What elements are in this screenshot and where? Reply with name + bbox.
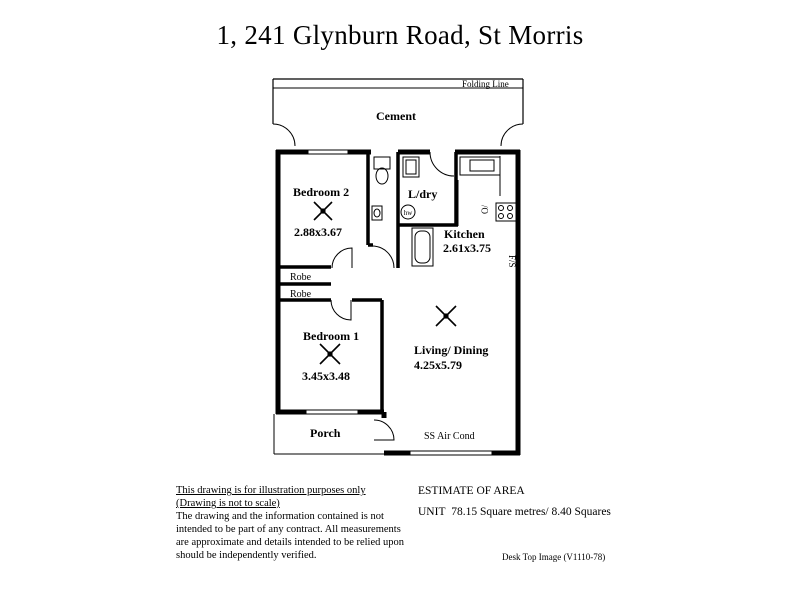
area-unit-row: UNIT 78.15 Square metres/ 8.40 Squares: [418, 505, 611, 520]
robe-lower-label: Robe: [290, 289, 312, 300]
windows: [305, 149, 493, 456]
air-cond-label: SS Air Cond: [424, 431, 475, 442]
area-heading: ESTIMATE OF AREA: [418, 485, 525, 497]
fridge-space-label: F/S: [507, 255, 517, 268]
porch-area: [273, 413, 384, 455]
porch-label: Porch: [310, 426, 341, 440]
area-unit-value: 78.15 Square metres/ 8.40 Squares: [451, 506, 611, 518]
interior-walls: [278, 152, 458, 412]
doors: [330, 151, 455, 441]
laundry-label: L/dry: [408, 187, 437, 201]
image-reference: Desk Top Image (V1110-78): [502, 552, 606, 562]
living-size: 4.25x5.79: [414, 358, 462, 372]
bedroom1-size: 3.45x3.48: [302, 369, 350, 383]
bedroom2-name: Bedroom 2: [293, 185, 349, 199]
fan-icon: [435, 305, 457, 327]
page-title: 1, 241 Glynburn Road, St Morris: [216, 20, 584, 50]
bedroom2-size: 2.88x3.67: [294, 225, 342, 239]
bedroom1-name: Bedroom 1: [303, 329, 359, 343]
hot-water-label: hw: [404, 209, 414, 217]
living-name: Living/ Dining: [414, 343, 488, 357]
fan-icon: [313, 201, 333, 221]
fixtures: [371, 156, 517, 267]
disclaimer-line1: This drawing is for illustration purpose…: [176, 485, 366, 496]
disclaimer: This drawing is for illustration purpose…: [176, 484, 416, 562]
kitchen-name: Kitchen: [444, 227, 485, 241]
disclaimer-body: The drawing and the information containe…: [176, 511, 405, 561]
cement-area: [272, 78, 524, 147]
fan-icon: [319, 343, 341, 365]
folding-line-label: Folding Line: [462, 79, 509, 89]
cement-label: Cement: [376, 109, 416, 123]
area-unit-label: UNIT: [418, 506, 446, 518]
cooktop-label: O/: [480, 205, 490, 214]
area-estimate: ESTIMATE OF AREA UNIT 78.15 Square metre…: [418, 484, 611, 520]
robe-upper-label: Robe: [290, 272, 312, 283]
kitchen-size: 2.61x3.75: [443, 241, 491, 255]
disclaimer-line2: (Drawing is not to scale): [176, 498, 280, 509]
